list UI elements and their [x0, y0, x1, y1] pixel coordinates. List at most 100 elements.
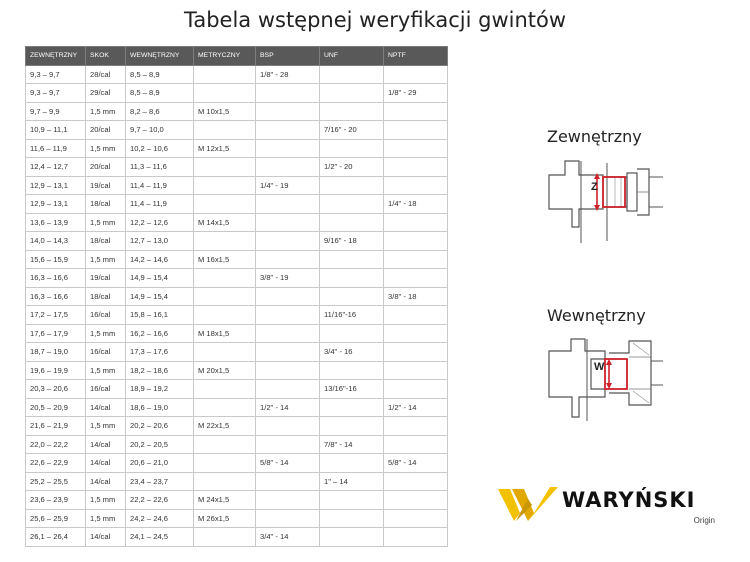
table-cell: 1/2" - 14 — [255, 397, 320, 417]
table-cell: 17,2 – 17,5 — [25, 305, 86, 325]
table-cell: 20,5 – 20,9 — [25, 397, 86, 417]
table-cell: M 20x1,5 — [193, 360, 256, 380]
internal-marker: W — [594, 361, 605, 373]
table-cell — [193, 194, 256, 214]
table-cell: 12,7 – 13,0 — [125, 231, 194, 251]
table-cell — [193, 471, 256, 491]
table-cell — [383, 268, 448, 288]
table-cell: 7/8" - 14 — [319, 434, 384, 454]
table-cell: 14/cal — [85, 527, 126, 547]
table-cell — [193, 157, 256, 177]
table-cell: 19,6 – 19,9 — [25, 360, 86, 380]
internal-caliper-diagram — [548, 338, 663, 421]
table-cell — [383, 212, 448, 232]
table-cell: 18,7 – 19,0 — [25, 342, 86, 362]
table-cell: 1,5 mm — [85, 416, 126, 436]
table-cell — [255, 360, 320, 380]
table-cell — [193, 527, 256, 547]
table-cell — [193, 305, 256, 325]
table-cell — [255, 101, 320, 121]
table-cell: 13/16"-16 — [319, 379, 384, 399]
column-header: SKOK — [85, 46, 126, 66]
table-cell — [255, 212, 320, 232]
table-cell: 3/8" - 19 — [255, 268, 320, 288]
table-cell — [319, 249, 384, 269]
table-cell — [255, 83, 320, 103]
table-cell: 3/4" - 16 — [319, 342, 384, 362]
table-cell — [255, 490, 320, 510]
table-cell: 18/cal — [85, 194, 126, 214]
table-cell — [319, 83, 384, 103]
table-cell: 1/8" - 29 — [383, 83, 448, 103]
external-caliper-diagram — [548, 160, 663, 243]
table-cell: 20,2 – 20,5 — [125, 434, 194, 454]
table-cell — [383, 434, 448, 454]
table-cell: 10,2 – 10,6 — [125, 138, 194, 158]
table-cell: 1,5 mm — [85, 508, 126, 528]
table-cell: 18,6 – 19,0 — [125, 397, 194, 417]
table-cell: 16/cal — [85, 379, 126, 399]
table-cell: 3/4" - 14 — [255, 527, 320, 547]
table-cell: 20,2 – 20,6 — [125, 416, 194, 436]
table-cell: 9,3 – 9,7 — [25, 64, 86, 84]
table-cell: 22,0 – 22,2 — [25, 434, 86, 454]
table-cell — [255, 157, 320, 177]
table-cell: 26,1 – 26,4 — [25, 527, 86, 547]
table-cell: 8,5 – 8,9 — [125, 64, 194, 84]
external-marker: Z — [591, 181, 598, 193]
table-cell — [383, 120, 448, 140]
table-cell: M 12x1,5 — [193, 138, 256, 158]
table-cell — [255, 194, 320, 214]
table-cell — [255, 305, 320, 325]
table-cell: 20,3 – 20,6 — [25, 379, 86, 399]
table-cell: 11,4 – 11,9 — [125, 175, 194, 195]
table-cell — [319, 138, 384, 158]
table-cell: 1/4" - 19 — [255, 175, 320, 195]
table-cell — [255, 120, 320, 140]
table-cell: 19/cal — [85, 175, 126, 195]
table-cell: 17,3 – 17,6 — [125, 342, 194, 362]
table-cell — [319, 212, 384, 232]
table-cell: 14/cal — [85, 434, 126, 454]
table-cell — [383, 175, 448, 195]
table-cell: 15,6 – 15,9 — [25, 249, 86, 269]
column-header: ZEWNĘTRZNY — [25, 46, 86, 66]
table-cell — [255, 286, 320, 306]
table-cell: 20/cal — [85, 157, 126, 177]
table-cell — [319, 101, 384, 121]
table-cell — [255, 434, 320, 454]
table-cell: 23,4 – 23,7 — [125, 471, 194, 491]
column-header: BSP — [255, 46, 320, 66]
table-cell: M 26x1,5 — [193, 508, 256, 528]
table-cell — [255, 471, 320, 491]
table-cell: 11,4 – 11,9 — [125, 194, 194, 214]
table-cell: 25,6 – 25,9 — [25, 508, 86, 528]
table-cell: 14/cal — [85, 453, 126, 473]
logo-subtitle: Origin — [693, 516, 715, 525]
table-cell — [193, 64, 256, 84]
table-cell — [193, 120, 256, 140]
table-cell — [193, 286, 256, 306]
column-header: WEWNĘTRZNY — [125, 46, 194, 66]
table-cell: 14,9 – 15,4 — [125, 286, 194, 306]
table-cell — [383, 416, 448, 436]
table-cell: 22,6 – 22,9 — [25, 453, 86, 473]
table-cell: 28/cal — [85, 64, 126, 84]
column-header: UNF — [319, 46, 384, 66]
table-cell — [383, 471, 448, 491]
table-cell: 9,3 – 9,7 — [25, 83, 86, 103]
table-cell: M 18x1,5 — [193, 323, 256, 343]
